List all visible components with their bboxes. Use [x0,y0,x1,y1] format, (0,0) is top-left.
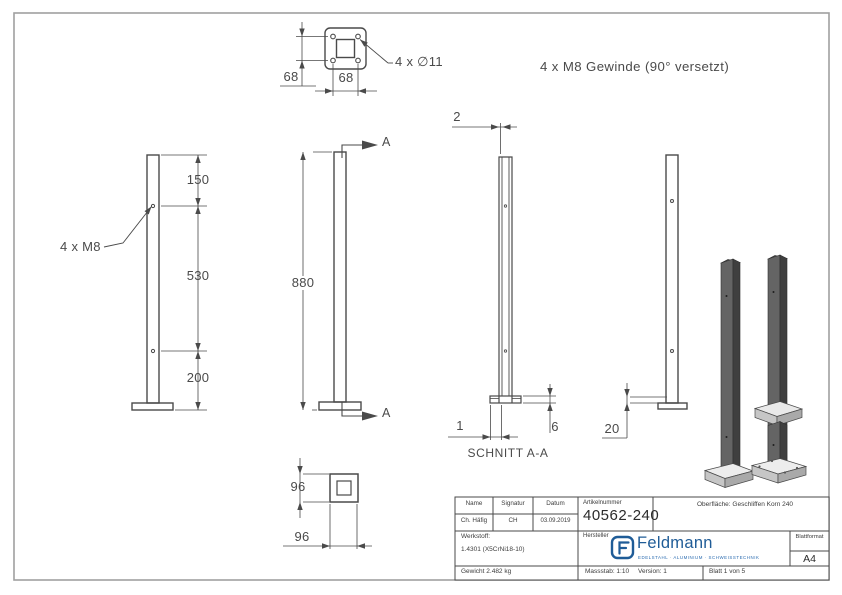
titleblock-artikelnummer-value: 40562-240 [583,507,660,524]
feldmann-logo-tagline: EDELSTAHL · ALUMINIUM · SCHWEISSTECHNIK [638,555,760,560]
render-3d-posts [703,254,808,489]
feldmann-logo-icon [610,535,635,560]
dim-base-96-horizontal: 96 [294,529,310,544]
titleblock-oberflaeche: Oberfläche: Geschliffen Korn 240 [697,501,793,508]
dim-overall-880: 880 [286,276,320,290]
dim-wall-2: 2 [453,109,461,124]
dim-cover-20: 20 [604,421,620,436]
titleblock-massstab: Massstab: 1:10 [585,568,630,575]
titleblock-version: Version: 1 [638,568,667,575]
titleblock-datum-label: Datum [546,500,565,507]
dim-base-96-vertical: 96 [290,479,306,494]
titleblock-name-value: Ch. Häfig [460,517,488,524]
titleblock-signatur-label: Signatur [501,500,525,507]
section-caption: SCHNITT A-A [467,446,549,460]
titleblock-hersteller-label: Hersteller [583,533,609,539]
feldmann-logo-text: Feldmann [637,534,713,552]
holes-callout-label: 4 x ∅11 [395,54,443,69]
titleblock-blattformat-label: Blattformat [795,534,824,540]
dim-hole-spacing-horizontal: 68 [338,70,354,85]
title-block-grid [454,496,830,581]
titleblock-blatt: Blatt 1 von 5 [709,568,746,575]
titleblock-werkstoff-label: Werkstoff: [461,533,491,540]
view-top-flange [280,22,393,96]
dim-hole-spacing-vertical: 68 [283,69,299,84]
titleblock-werkstoff-value: 1.4301 (X5CrNi18-10) [461,546,525,553]
dim-post-bottom-200: 200 [186,370,210,385]
titleblock-signatur-value: CH [508,517,518,524]
thread-callout-label: 4 x M8 [60,239,101,254]
section-marker-top: A [382,135,391,149]
thread-note-label: 4 x M8 Gewinde (90° versetzt) [540,59,730,74]
dim-plate-6: 6 [551,419,559,434]
view-section-aa [448,123,556,440]
dim-lip-1: 1 [456,418,464,433]
view-bottom-flange [283,458,372,549]
section-marker-bottom: A [382,406,391,420]
view-front [103,154,207,411]
titleblock-blattformat-value: A4 [803,553,816,565]
view-rear-cover-plate [602,154,688,439]
dim-post-top-150: 150 [186,172,210,187]
sheet-frame-border [13,12,830,581]
titleblock-datum-value: 03.09.2019 [540,518,571,524]
titleblock-artikelnummer-label: Artikelnummer [583,500,622,506]
dim-post-mid-530: 530 [186,268,210,283]
titleblock-name-label: Name [465,500,483,507]
titleblock-gewicht: Gewicht 2.482 kg [461,568,512,575]
